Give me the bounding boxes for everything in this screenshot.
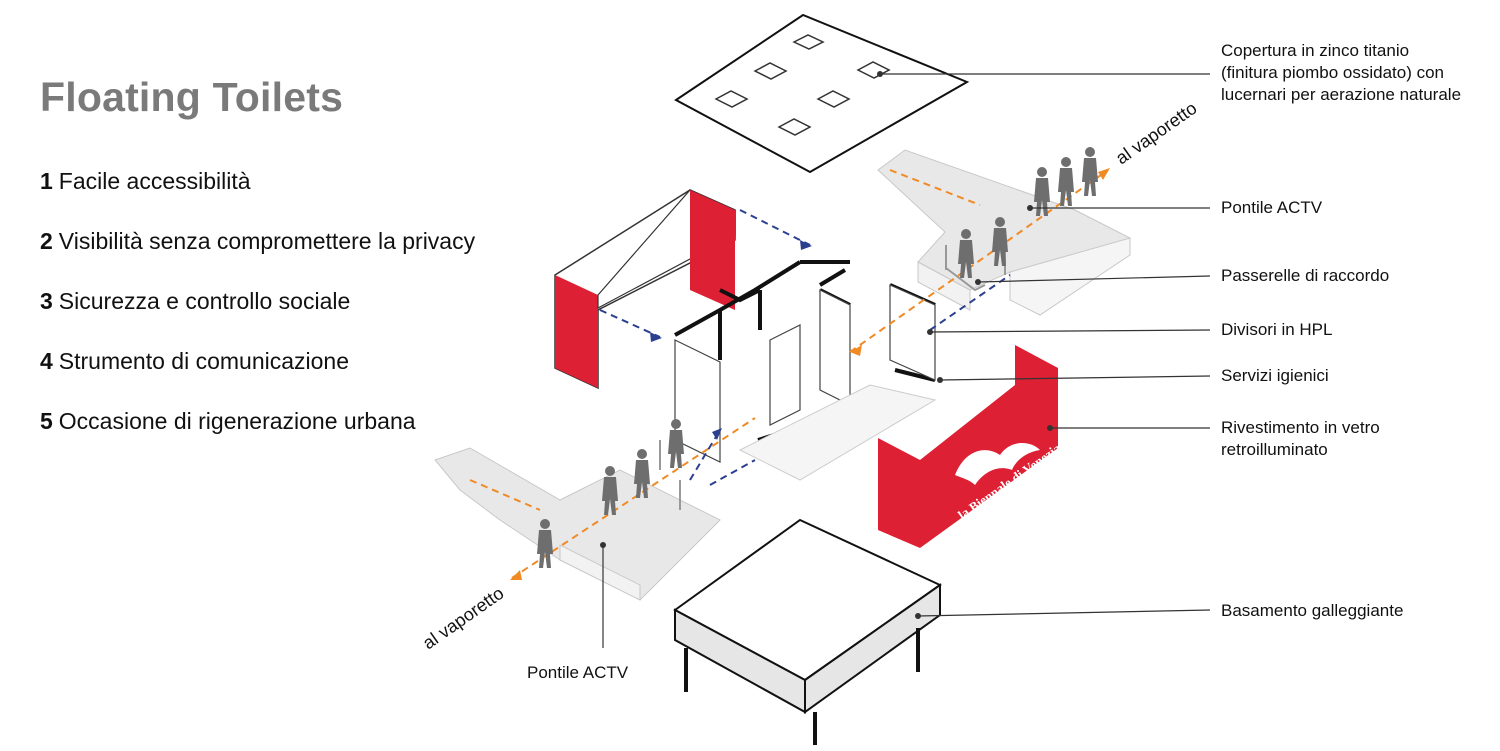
label-passerelle: Passerelle di raccordo bbox=[1221, 266, 1390, 285]
floating-base bbox=[673, 518, 942, 745]
roof-panel bbox=[674, 13, 970, 174]
lion-logo-icon bbox=[955, 443, 1040, 485]
red-wall-right: la Biennale di Venezia di Architettura bbox=[878, 345, 1070, 548]
arrow-heads-blue bbox=[650, 240, 812, 440]
feature-text: Visibilità senza compromettere la privac… bbox=[58, 228, 476, 254]
label-servizi: Servizi igienici bbox=[1221, 366, 1329, 385]
hpl-panels bbox=[674, 284, 936, 463]
red-wall-left bbox=[554, 189, 736, 390]
feature-text: Facile accessibilità bbox=[58, 168, 251, 194]
feature-number: 4 bbox=[40, 348, 53, 374]
feature-number: 1 bbox=[40, 168, 53, 194]
label-copertura-line-1: Copertura in zinco titanio bbox=[1221, 41, 1410, 60]
label-rivestimento-line-2: retroilluminato bbox=[1221, 440, 1328, 459]
arrow-heads-orange bbox=[510, 168, 1110, 580]
label-rivestimento-line-1: Rivestimento in vetro bbox=[1221, 418, 1380, 437]
label-divisori: Divisori in HPL bbox=[1221, 320, 1333, 339]
label-copertura-line-2: (finitura piombo ossidato) con bbox=[1221, 63, 1445, 82]
label-pontile-actv-bottom: Pontile ACTV bbox=[527, 663, 629, 682]
person-figure-icon bbox=[1082, 147, 1098, 196]
feature-number: 2 bbox=[40, 228, 53, 254]
label-pontile-actv-right: Pontile ACTV bbox=[1221, 198, 1323, 217]
page-title: Floating Toilets bbox=[40, 74, 344, 120]
feature-number: 5 bbox=[40, 408, 53, 434]
feature-text: Sicurezza e controllo sociale bbox=[58, 288, 351, 314]
leader-lines bbox=[602, 73, 1211, 648]
label-rivestimento: Rivestimento in vetro retroilluminato bbox=[1221, 417, 1380, 461]
pontile-lower-left bbox=[434, 440, 721, 601]
feature-text: Occasione di rigenerazione urbana bbox=[58, 408, 416, 434]
leader-dots bbox=[600, 71, 1053, 619]
base-legs bbox=[684, 628, 920, 745]
label-copertura: Copertura in zinco titanio (finitura pio… bbox=[1221, 40, 1461, 106]
feature-text: Strumento di comunicazione bbox=[58, 348, 350, 374]
feature-number: 3 bbox=[40, 288, 53, 314]
label-basamento: Basamento galleggiante bbox=[1221, 601, 1404, 620]
floor-plate bbox=[738, 384, 937, 481]
label-copertura-line-3: lucernari per aerazione naturale bbox=[1221, 85, 1462, 104]
